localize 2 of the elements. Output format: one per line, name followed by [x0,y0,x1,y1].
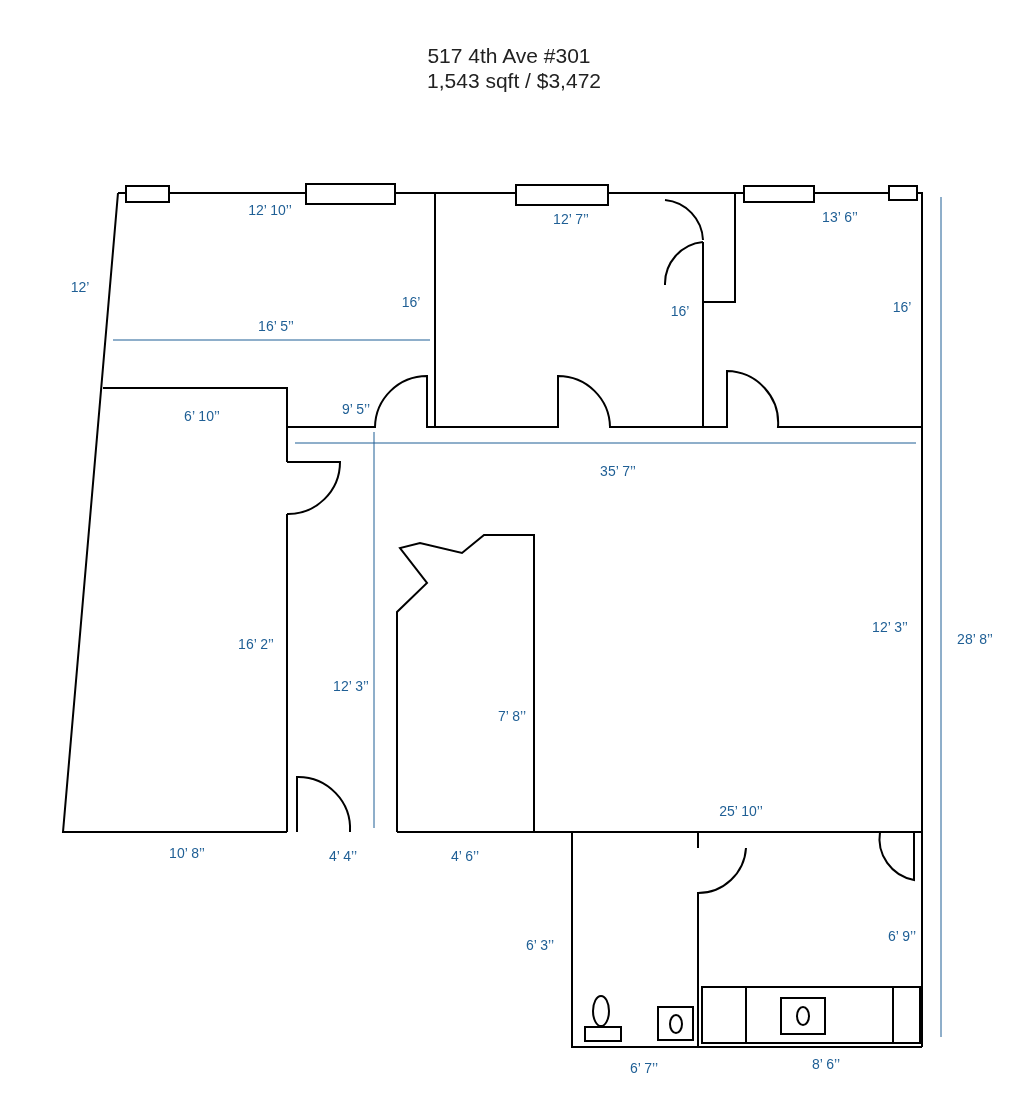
title: 517 4th Ave #301 [427,43,591,69]
subtitle: 1,543 sqft / $3,472 [427,68,601,95]
